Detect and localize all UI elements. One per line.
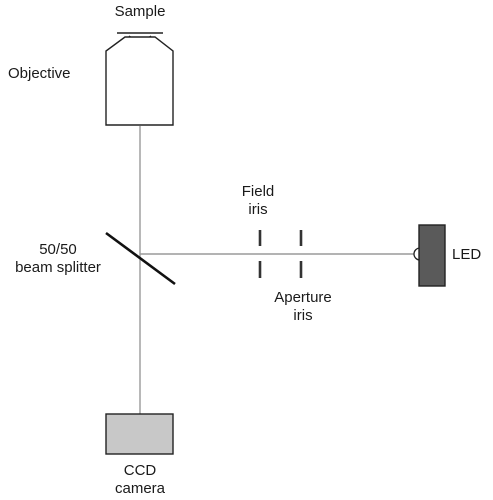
- field-iris-label: Field iris: [220, 183, 296, 219]
- aperture-iris-label: Aperture iris: [258, 289, 348, 325]
- aperture-iris-label-line1: Aperture: [274, 289, 332, 306]
- beam-splitter-label-line1: 50/50: [39, 241, 77, 258]
- led-label: LED: [452, 246, 482, 263]
- beam-splitter-mirror: [105, 231, 176, 286]
- field-iris-label-line1: Field: [241, 183, 275, 200]
- beam-splitter-label-line2: beam splitter: [15, 259, 101, 276]
- led-body: [418, 224, 446, 287]
- ccd-camera-label-line2: camera: [114, 480, 166, 497]
- ccd-camera-body: [105, 413, 174, 455]
- ccd-camera-label: CCD camera: [100, 462, 180, 498]
- ccd-camera-label-line1: CCD: [123, 462, 157, 479]
- sample-label: Sample: [114, 3, 166, 20]
- aperture-iris-label-line2: iris: [293, 307, 313, 324]
- objective-lens: [105, 36, 174, 126]
- objective-label: Objective: [8, 65, 71, 82]
- field-iris-label-line2: iris: [248, 201, 268, 218]
- beam-splitter-label: 50/50 beam splitter: [2, 241, 114, 277]
